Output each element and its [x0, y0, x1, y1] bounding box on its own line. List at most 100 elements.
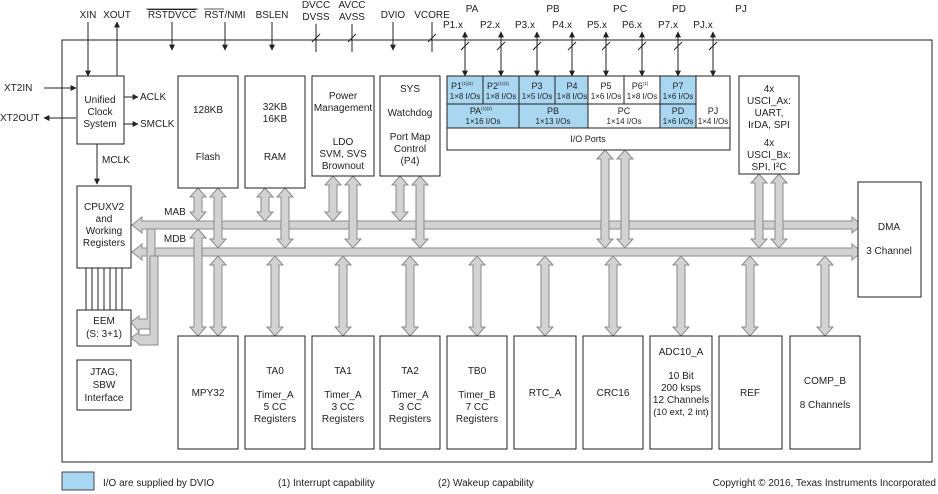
sys-line-1: SYS	[400, 84, 420, 95]
pin-pj-bus-slash	[708, 41, 718, 51]
port-p3-cell	[518, 75, 556, 105]
legend-note-1: (1) Interrupt capability	[278, 478, 375, 489]
ta1-line-3: 3 CC	[332, 402, 355, 413]
port-p7-desc: 1×6 I/Os	[663, 92, 693, 101]
p7x-label: P7.x	[658, 20, 678, 31]
ucs-line-3: System	[83, 119, 116, 130]
rstnmi-label: RST/NMI	[204, 10, 245, 21]
p5x-label: P5.x	[587, 20, 607, 31]
pa-label: PA	[466, 4, 479, 15]
compb-line-1: COMP_B	[804, 376, 847, 387]
sys-line-4: Control	[394, 144, 426, 155]
ta2-line-4: Registers	[389, 414, 431, 425]
adc-mdb-connector	[671, 255, 691, 337]
ta2-line-1: TA2	[401, 366, 419, 377]
port-pj-cell	[695, 75, 731, 129]
ta2-mdb-connector	[400, 255, 420, 337]
usci-line-1: 4x	[764, 84, 775, 95]
xt2in-label: XT2IN	[4, 83, 32, 94]
dma-line-2: 3 Channel	[866, 246, 912, 257]
legend-note-2: (2) Wakeup capability	[438, 478, 534, 489]
usci-line-4: IrDA, SPI	[748, 120, 790, 131]
ram-size-1: 32KB	[263, 102, 288, 113]
pin-p6-bus-slash	[637, 41, 647, 51]
copyright-text: Copyright © 2016, Texas Instruments Inco…	[713, 478, 936, 489]
cpu-line-3: Working	[86, 226, 123, 237]
compb-mdb-connector	[815, 255, 835, 337]
ioports-mab-connector	[595, 149, 615, 249]
ucs-line-2: Clock	[87, 107, 113, 118]
tb0-mdb-connector	[467, 255, 487, 337]
port-p6-desc: 1×8 I/Os	[627, 92, 657, 101]
compb-block	[789, 335, 861, 450]
adc-line-2: 10 Bit	[668, 371, 694, 382]
port-pa-cell	[446, 103, 520, 129]
usci-line-7: SPI, I²C	[751, 162, 786, 173]
tb0-line-4: Registers	[456, 414, 498, 425]
dma-line-1: DMA	[878, 222, 901, 233]
eem-line-2: (S: 3+1)	[86, 329, 122, 340]
jtag-block	[76, 359, 132, 411]
flash-size: 128KB	[193, 105, 223, 116]
crc16-block	[582, 335, 644, 450]
port-p5-name: P5	[600, 81, 611, 91]
p4x-label: P4.x	[552, 20, 572, 31]
usci-line-5: 4x	[764, 138, 775, 149]
aclk-label: ACLK	[140, 92, 166, 103]
legend-dvio-text: I/O are supplied by DVIO	[103, 478, 214, 489]
dvss-label: DVSS	[302, 12, 330, 23]
legend-dvio-swatch	[61, 471, 95, 491]
adc-block	[649, 335, 713, 450]
ta1-block	[311, 335, 375, 450]
pin-p3-bus-slash	[532, 41, 542, 51]
port-pj-desc: 1×4 I/Os	[698, 117, 728, 126]
bus-connectors	[188, 149, 835, 337]
port-p6-name: P6(1)	[632, 81, 649, 91]
smclk-label: SMCLK	[140, 119, 175, 130]
port-pa-name: PA(1)(2)	[470, 106, 493, 116]
pmm-mab-connector	[323, 175, 343, 222]
io-ports-caption: I/O Ports	[570, 134, 606, 144]
rstdvcc-label: RSTDVCC	[148, 10, 196, 21]
adc-line-1: ADC10_A	[659, 347, 704, 358]
pmm-line-4: SVM, SVS	[319, 149, 367, 160]
pj-label: PJ	[735, 4, 747, 15]
port-p4-desc: 1×8 I/Os	[557, 92, 587, 101]
cpu-line-4: Registers	[83, 238, 125, 249]
adc-line-5: (10 ext, 2 int)	[653, 407, 708, 418]
p3x-label: P3.x	[515, 20, 535, 31]
jtag-line-2: SBW	[93, 380, 116, 391]
mdb-label: MDB	[164, 234, 187, 245]
sys-mdb-connector	[410, 175, 430, 249]
ta1-line-4: Registers	[322, 414, 364, 425]
pmm-line-1: Power	[329, 91, 358, 102]
top-pin-lines	[85, 21, 437, 77]
mpy32-mdb-connector	[208, 255, 228, 337]
ram-size-2: 16KB	[263, 114, 288, 125]
dma-block	[857, 181, 922, 298]
ta2-block	[379, 335, 441, 450]
mab-label: MAB	[164, 207, 186, 218]
port-p4-name: P4	[566, 81, 577, 91]
pmm-mdb-connector	[343, 175, 363, 249]
flash-mdb-connector	[208, 187, 228, 249]
ram-mab-connector	[255, 187, 275, 222]
ucs-line-1: Unified	[84, 95, 115, 106]
sys-block	[379, 75, 441, 177]
port-pin-arrows	[460, 31, 718, 77]
cpu-block	[76, 185, 132, 269]
rtc-mdb-connector	[535, 255, 555, 337]
jtag-line-3: Interface	[85, 393, 124, 404]
port-p2-name: P2(1)(2)	[487, 81, 510, 91]
xout-label: XOUT	[103, 10, 131, 21]
port-p3-name: P3	[531, 81, 542, 91]
rtc-block	[513, 335, 577, 450]
p2x-label: P2.x	[480, 20, 500, 31]
adc-line-3: 200 ksps	[661, 383, 701, 394]
pd-label: PD	[672, 4, 686, 15]
eem-bus-links	[130, 228, 159, 346]
pin-p1-bus-slash	[460, 41, 470, 51]
flash-mab-connector	[188, 187, 208, 222]
sys-line-3: Port Map	[390, 132, 431, 143]
